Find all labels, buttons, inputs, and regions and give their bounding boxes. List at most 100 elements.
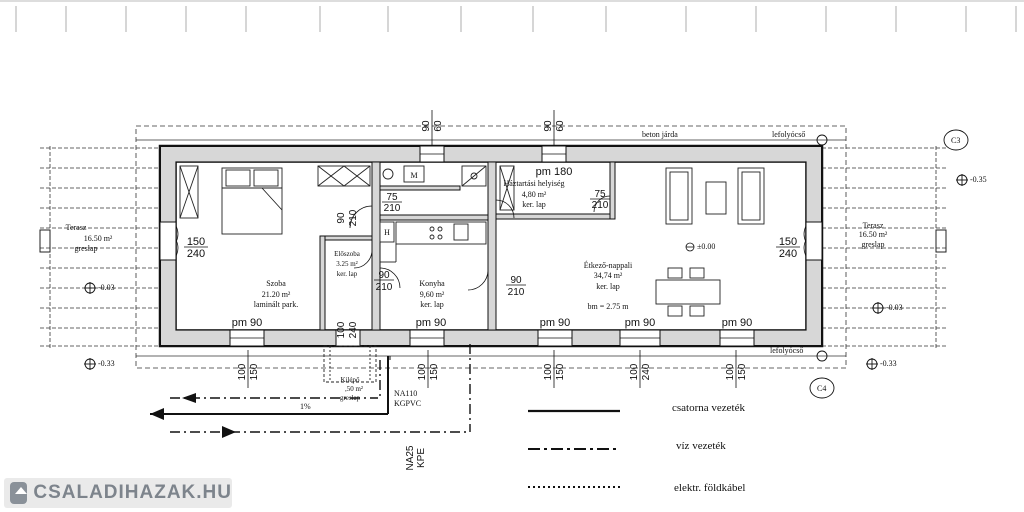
vdim-1b: 150 (249, 363, 260, 380)
dim-ticks (247, 110, 737, 388)
vdim-4b: 240 (641, 363, 652, 380)
lefolyo-top-label: lefolyócső (772, 130, 805, 139)
htar-fixtures (499, 165, 515, 211)
door-dim-eloszoba-bot: 210 (376, 282, 393, 293)
na25-label: NA25 (405, 445, 416, 470)
eloszoba-area: 3.25 m² (336, 260, 358, 268)
etkezo-name: Étkező-nappali (584, 260, 633, 270)
terrace-left-hatch (40, 147, 160, 347)
vdim-4a: 100 (629, 363, 640, 380)
window-label-3: pm 90 (540, 317, 571, 329)
terasz-left-floor: greslap (74, 244, 97, 253)
vdim-top-1a: 90 (421, 120, 432, 132)
door-dim-szoba-bot: 210 (348, 209, 359, 226)
watermark-text: CSALADIHAZAK.HU (33, 482, 232, 503)
window-glass-lines (230, 153, 754, 339)
window-label-5: pm 90 (722, 317, 753, 329)
terrace-doors (159, 221, 823, 347)
kitchen-fixtures (379, 221, 487, 263)
vdim-2a: 100 (417, 363, 428, 380)
window-label-1: pm 90 (232, 317, 263, 329)
door-dim-right-top: 150 (779, 236, 797, 248)
level-marker-floor (685, 242, 695, 252)
legend-csatorna: csatorna vezeték (672, 402, 745, 414)
house-logo-icon (10, 482, 28, 504)
vdim-5a: 100 (725, 363, 736, 380)
door-dim-right-bot: 240 (779, 248, 797, 260)
eloszoba-name: Előszoba (334, 250, 361, 258)
kpe-label: KPE (416, 448, 427, 468)
terasz-left-name: Terasz (66, 223, 87, 232)
eloszoba-floor: ker. lap (337, 270, 358, 278)
c3-label: C3 (951, 136, 960, 145)
htar-area: 4,80 m² (522, 190, 547, 199)
door-dim-htar-bot: 210 (592, 200, 609, 211)
terasz-left-area: 16.50 m² (84, 234, 113, 243)
interior-walls (319, 161, 616, 331)
konyha-name: Konyha (419, 279, 445, 288)
level-right-out: -0.33 (880, 359, 897, 368)
m-box-label: M (410, 171, 417, 180)
vdim-1a: 100 (237, 363, 248, 380)
terasz-right-area: 16.50 m² (859, 230, 888, 239)
kilepo-floor: greslap (340, 394, 361, 402)
level-markers (84, 174, 968, 370)
konyha-floor: ker. lap (420, 300, 444, 309)
watermark: CSALADIHAZAK.HU (4, 478, 232, 508)
door-dim-eloszoba-top: 90 (378, 270, 390, 281)
pipe-lines (150, 344, 471, 438)
lefolyo-bot-label: lefolyócső (770, 346, 803, 355)
slope-label: 1% (300, 402, 311, 411)
terasz-right-name: Terasz (863, 221, 884, 230)
htar-name: Háztartási helyiség (503, 179, 564, 188)
door-dim-left-top: 150 (187, 236, 205, 248)
level-right-terasz: -0.03 (886, 303, 903, 312)
vdim-top-2b: 60 (555, 120, 566, 132)
level-left-out: -0.33 (98, 359, 115, 368)
terrace-right-step (935, 229, 947, 253)
window-label-4: pm 90 (625, 317, 656, 329)
door-dim-left-bot: 240 (187, 248, 205, 260)
terrace-left-step (39, 229, 51, 253)
door-dim-wc-top: 75 (386, 192, 398, 203)
kgpvc-label: KGPVC (394, 399, 421, 408)
door-dim-htar-top: 75 (594, 189, 606, 200)
level-floor: ±0.00 (697, 242, 715, 251)
etkezo-floor: ker. lap (596, 282, 620, 291)
vdim-top-1b: 60 (433, 120, 444, 132)
terasz-right-floor: greslap (861, 240, 884, 249)
na110-label: NA110 (394, 389, 417, 398)
legend-lines (528, 409, 620, 488)
vdim-2b: 150 (429, 363, 440, 380)
window-label-2: pm 90 (416, 317, 447, 329)
door-dim-konyha-bot: 210 (508, 287, 525, 298)
drain-points (809, 129, 969, 399)
frame-ticks (15, 6, 1017, 32)
etkezo-area: 34,74 m² (594, 271, 623, 280)
c4-label: C4 (817, 384, 826, 393)
door-dim-konyha-top: 90 (510, 275, 522, 286)
legend-elektr: elektr. földkábel (674, 482, 745, 494)
level-right-top: -0.35 (970, 175, 987, 184)
h-box-label: H (384, 228, 390, 237)
szoba-area: 21.20 m² (262, 290, 291, 299)
terrace-right-hatch (822, 147, 946, 347)
door-dim-kilepo-top: 100 (336, 321, 347, 338)
vdim-3b: 150 (555, 363, 566, 380)
kilepo-area (323, 345, 377, 383)
szoba-name: Szoba (266, 279, 286, 288)
szoba-furniture (179, 165, 371, 235)
beton-label: beton járda (642, 130, 678, 139)
konyha-area: 9,60 m² (420, 290, 445, 299)
kilepo-name: Kilépő (340, 376, 360, 384)
door-dim-szoba-top: 90 (336, 212, 347, 224)
living-furniture (655, 167, 765, 317)
wc-fixtures (382, 165, 487, 187)
etkezo-height: bm = 2.75 m (588, 302, 630, 311)
beton-jarda-outline (135, 125, 847, 369)
legend-viz: víz vezeték (676, 440, 726, 452)
szoba-floor: laminált park. (254, 300, 298, 309)
level-left-terasz: -0.03 (98, 283, 115, 292)
door-dim-kilepo-bot: 240 (348, 321, 359, 338)
